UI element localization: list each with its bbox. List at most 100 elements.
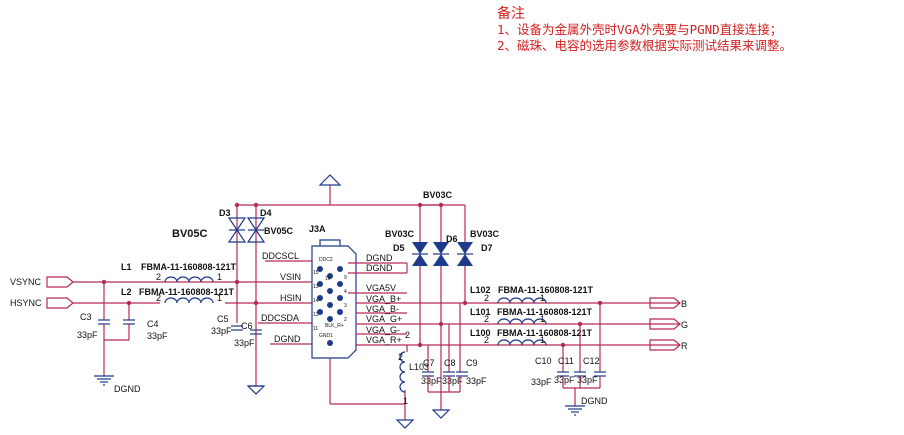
inductor-l102: L102 FBMA-11-160808-121T 2 1 — [470, 285, 594, 304]
l101-pin1: 1 — [540, 314, 545, 324]
pin-right-4-b: 2 — [405, 330, 410, 340]
pin-left-3: 12 — [313, 312, 319, 318]
cap-c4: C4 33pF — [123, 319, 168, 341]
inductor-l101: L101 FBMA-11-160808-121T 2 1 — [470, 307, 593, 325]
c4-val: 33pF — [147, 331, 168, 341]
l100-pin1: 1 — [540, 335, 545, 345]
c8-ref: C8 — [444, 358, 456, 368]
c7-val: 33pF — [421, 376, 442, 386]
port-r-label: R — [681, 341, 688, 351]
dgnd-right-label: DGND — [581, 396, 608, 406]
inductor-l2: L2 FBMA-11-160808-121T 2 1 — [121, 287, 235, 304]
d7-ref: D7 — [481, 243, 493, 253]
connector-tab — [319, 239, 341, 246]
port-hsync-label: HSYNC — [10, 298, 42, 308]
pin-left-2: 14 — [313, 298, 319, 304]
d4-part: BV05C — [264, 226, 294, 236]
c11-val: 33pF — [554, 375, 575, 385]
l2-pin2: 2 — [156, 293, 161, 303]
c5-ref: C5 — [217, 314, 229, 324]
port-b: B — [649, 297, 687, 309]
inductor-l100: L100 FBMA-11-160808-121T 2 1 — [470, 328, 593, 346]
ground-left-chassis — [246, 385, 266, 395]
pin-left-0: 15 — [313, 270, 319, 276]
l1-part: FBMA-11-160808-121T — [141, 262, 237, 272]
c3-val: 33pF — [77, 330, 98, 340]
l102-pin1: 1 — [540, 293, 545, 303]
cap-c5: C5 33pF — [211, 314, 243, 336]
pin-tag-2: BLK_R+ — [325, 323, 344, 329]
inductor-l103: L103 2 — [398, 345, 429, 393]
pin-left-1: 13 — [313, 284, 319, 290]
l101-part: FBMA-11-160808-121T — [497, 307, 593, 317]
cap-c7: C7 33pF — [421, 358, 442, 386]
l1-pin2: 2 — [156, 272, 161, 282]
notes-title: 备注 — [497, 6, 525, 22]
diode-d6: D6 — [433, 234, 458, 266]
c5-val: 33pF — [211, 326, 232, 336]
pin-right-0: 9 — [344, 275, 347, 281]
c9-ref: C9 — [466, 358, 478, 368]
cap-c12: C12 33pF — [577, 356, 606, 385]
l2-pin1: 1 — [217, 293, 222, 303]
ground-chassis-bottom-2 — [431, 409, 451, 419]
notes-line-1: 1、设备为金属外壳时VGA外壳要与PGND直接连接； — [497, 22, 783, 37]
c9-val: 33pF — [466, 376, 487, 386]
l101-ref: L101 — [470, 307, 491, 317]
pin-tag-1: GND1 — [319, 333, 333, 339]
cap-c9: C9 33pF — [456, 358, 487, 386]
conn-right-5: VGA_G+ — [366, 314, 402, 324]
notes-block: 备注 1、设备为金属外壳时VGA外壳要与PGND直接连接； 2、磁珠、电容的选用… — [497, 6, 792, 54]
l100-pin2: 2 — [484, 335, 489, 345]
bv03c-left: BV03C — [385, 229, 415, 239]
bv03c-right: BV03C — [470, 229, 500, 239]
connector-ref: J3A — [309, 224, 326, 234]
ground-top — [318, 174, 342, 186]
c4-ref: C4 — [147, 319, 159, 329]
pin-right-2: 4 — [344, 289, 347, 295]
c10-ref: C10 — [535, 356, 552, 366]
d5-ref: D5 — [393, 243, 405, 253]
conn-right-7: VGA_R+ — [366, 335, 402, 345]
port-g: G — [649, 318, 688, 330]
port-r: R — [649, 339, 688, 351]
cap-c3: C3 33pF — [77, 312, 110, 340]
pin-tag-0: DDC2 — [319, 257, 333, 263]
port-vsync: VSYNC — [10, 276, 74, 288]
pin-right-3: 3 — [344, 303, 347, 309]
l101-pin2: 2 — [484, 314, 489, 324]
conn-left-ddcsda: DDCSDA — [261, 313, 299, 323]
notes-line-2: 2、磁珠、电容的选用参数根据实际测试结果来调整。 — [497, 38, 793, 53]
c10-val: 33pF — [531, 377, 552, 387]
ground-dgnd-right: DGND — [565, 396, 608, 416]
l100-ref: L100 — [470, 328, 491, 338]
bv05c-label: BV05C — [172, 228, 208, 240]
l2-ref: L2 — [121, 287, 132, 297]
diode-d3: D3 BV05C — [172, 208, 247, 243]
d6-ref: D6 — [446, 234, 458, 244]
diode-d7: D7 — [457, 242, 493, 266]
c6-val: 33pF — [234, 338, 255, 348]
conn-left-hsin: HSIN — [280, 293, 302, 303]
c11-ref: C11 — [558, 356, 574, 366]
l100-part: FBMA-11-160808-121T — [497, 328, 593, 338]
conn-left-dgnd: DGND — [274, 334, 301, 344]
connector-pins — [317, 266, 343, 346]
conn-right-3: VGA_B+ — [366, 294, 401, 304]
diode-d5: D5 — [393, 242, 428, 266]
c12-ref: C12 — [583, 356, 600, 366]
diode-d4: D4 BV05C — [246, 208, 294, 243]
connector-body — [311, 245, 357, 359]
l102-ref: L102 — [470, 285, 491, 295]
l103-ref: L103 — [409, 362, 429, 372]
ground-dgnd-left: DGND — [94, 375, 141, 394]
conn-right-0: DGND — [366, 253, 393, 263]
ground-chassis-bottom-1 — [395, 419, 415, 429]
l2-part: FBMA-11-160808-121T — [139, 287, 235, 297]
inductor-l1: L1 FBMA-11-160808-121T 2 1 — [121, 262, 237, 283]
port-hsync: HSYNC — [10, 297, 74, 309]
l1-ref: L1 — [121, 262, 132, 272]
conn-right-4: VGA_B- — [366, 304, 399, 314]
conn-right-6: VGA_G- — [366, 325, 400, 335]
port-vsync-label: VSYNC — [10, 277, 42, 287]
